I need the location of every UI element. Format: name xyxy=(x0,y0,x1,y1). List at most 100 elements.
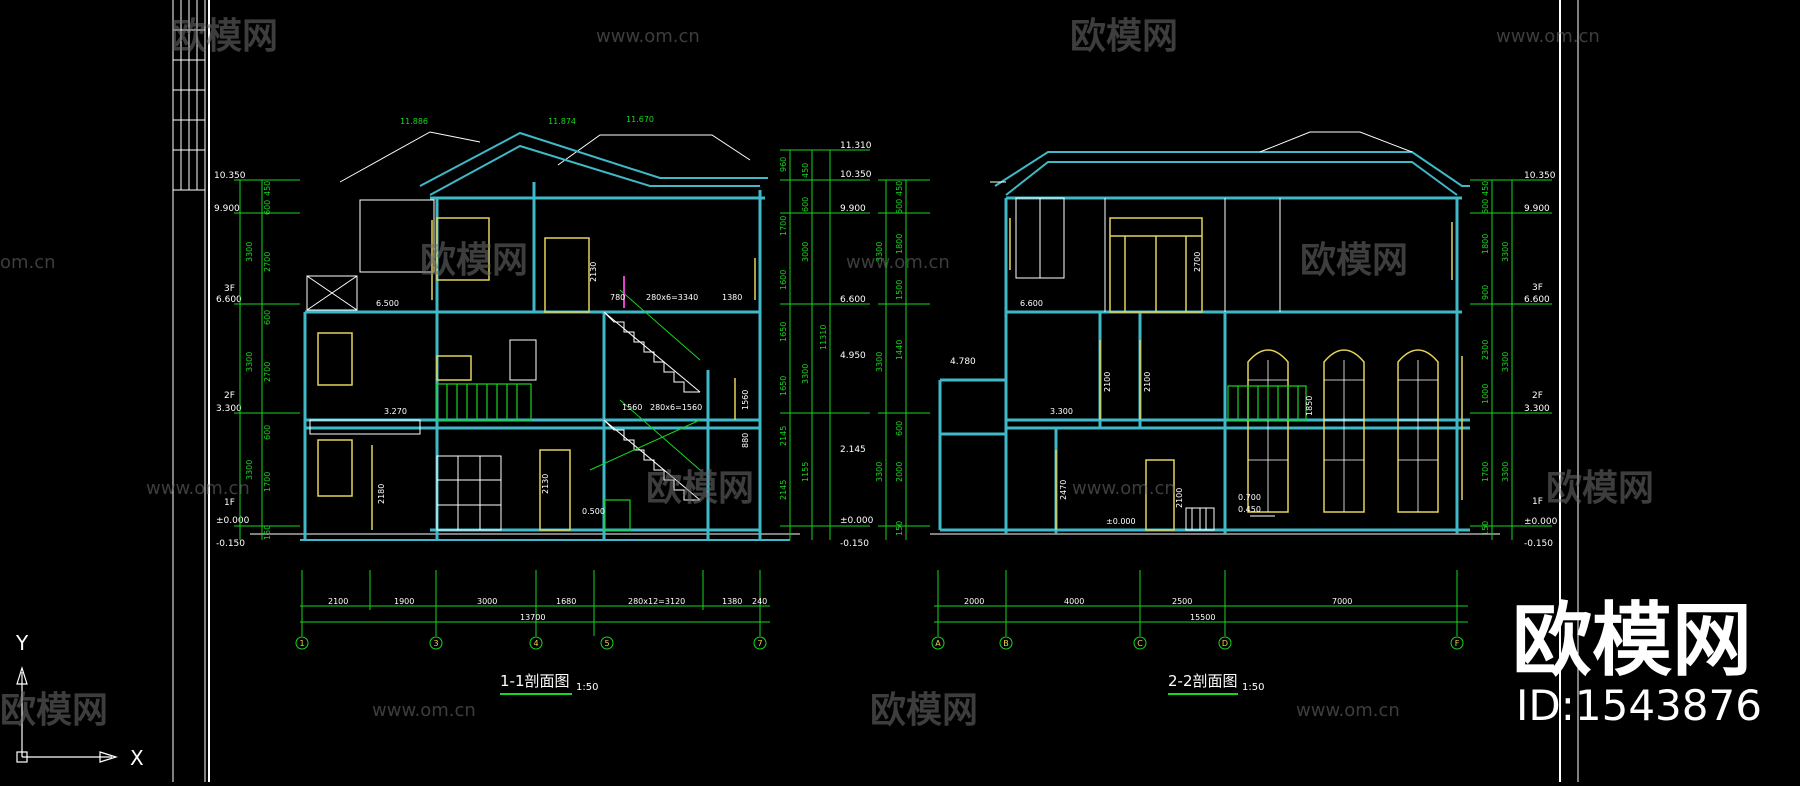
level-text: ±0.000 xyxy=(840,516,874,526)
section-1-1-right-dims: 960 450 600 1700 1600 3000 1650 1650 330… xyxy=(779,157,828,500)
dim-text: 1650 xyxy=(779,376,788,396)
level-text: 2.145 xyxy=(840,445,866,455)
level-text: 2F xyxy=(224,391,235,401)
section-scale: 1:50 xyxy=(1242,682,1264,693)
grid-axis-bubbles xyxy=(295,636,767,650)
watermark-url: om.cn xyxy=(0,252,56,273)
level-text: 0.500 xyxy=(582,507,605,516)
dim-text: 1560 xyxy=(741,390,750,410)
dim-text: 600 xyxy=(263,425,272,440)
axis-label: B xyxy=(1003,639,1009,648)
section-1-1-dimension-chain: 2100 1900 3000 1680 280x12=3120 1380 240… xyxy=(295,570,770,650)
section-title: 1-1剖面图 xyxy=(500,672,570,690)
ucs-icon xyxy=(16,665,119,763)
section-2-2-right-levels: 10.350 9.900 3F 6.600 2F 3.300 1F ±0.000… xyxy=(1470,171,1558,549)
level-text: 11.670 xyxy=(626,115,654,124)
level-text: 6.600 xyxy=(840,295,866,305)
axis-label: 7 xyxy=(757,639,762,648)
section-2-2-left-dims: 450 600 3300 1800 1500 3300 1440 600 330… xyxy=(875,179,976,540)
watermark-layer: 欧模网 www.om.cn 欧模网 www.om.cn om.cn 欧模网 ww… xyxy=(0,16,1654,731)
axis-label: 1 xyxy=(299,639,304,648)
level-text: 6.600 xyxy=(216,295,242,305)
dim-text: 2300 xyxy=(1481,340,1490,360)
dim-text: 1850 xyxy=(1305,396,1314,416)
drawing-frame-right xyxy=(1559,0,1579,782)
level-text: 1F xyxy=(224,498,235,508)
level-text: 3.300 xyxy=(216,404,242,414)
level-text: 10.350 xyxy=(1524,171,1556,181)
level-text: 11.310 xyxy=(840,141,872,151)
watermark-url: www.om.cn xyxy=(1296,700,1400,721)
dim-text: 3300 xyxy=(245,242,254,262)
dim-text: 3300 xyxy=(1501,242,1510,262)
dim-text: 2130 xyxy=(589,262,598,282)
watermark-brand: 欧模网 xyxy=(870,690,978,731)
watermark-corner: 欧模网 ID:1543876 xyxy=(1512,594,1762,730)
level-text: -0.150 xyxy=(1524,539,1553,549)
axis-label: 3 xyxy=(433,639,438,648)
section-1-1-title-block: 1-1剖面图 1:50 xyxy=(500,672,598,695)
level-text: 3.270 xyxy=(384,407,407,416)
watermark-url: www.om.cn xyxy=(1072,478,1176,499)
dim-text: 450 xyxy=(895,181,904,196)
dim-text: 3300 xyxy=(875,462,884,482)
level-text: ±0.000 xyxy=(1106,517,1136,526)
dim-text: 2700 xyxy=(263,252,272,272)
dim-text: 1500 xyxy=(895,280,904,300)
dim-text: 450 xyxy=(1481,181,1490,196)
dim-text: 2470 xyxy=(1059,480,1068,500)
dim-text: 3300 xyxy=(801,364,810,384)
level-text: 0.450 xyxy=(1238,505,1261,514)
level-text: 6.600 xyxy=(1524,295,1550,305)
level-text: 9.900 xyxy=(840,204,866,214)
level-text: 6.500 xyxy=(376,299,399,308)
dim-text: 3300 xyxy=(1501,352,1510,372)
dim-text: 1700 xyxy=(1481,462,1490,482)
dim-text: 600 xyxy=(895,421,904,436)
level-text: 4.950 xyxy=(840,351,866,361)
watermark-id: ID:1543876 xyxy=(1516,681,1762,730)
level-text: ±0.000 xyxy=(1524,517,1558,527)
dim-text: 1800 xyxy=(1481,234,1490,254)
grid-axis-bubbles xyxy=(931,636,1464,650)
dim-text: 1900 xyxy=(394,597,414,606)
level-text: ±0.000 xyxy=(216,516,250,526)
level-text: 3F xyxy=(224,284,235,294)
section-2-2-title-block: 2-2剖面图 1:50 xyxy=(1168,672,1264,695)
dim-text: 2100 xyxy=(328,597,348,606)
watermark-brand-large: 欧模网 xyxy=(1512,594,1752,687)
section-2-2-annotations: 6.600 3.300 ±0.000 0.700 0.450 2700 2100… xyxy=(1020,252,1314,526)
level-text: 4.780 xyxy=(950,357,976,367)
axis-label: C xyxy=(1137,639,1143,648)
axis-label: 5 xyxy=(604,639,609,648)
watermark-url: www.om.cn xyxy=(372,700,476,721)
dim-text: 150 xyxy=(1481,521,1490,536)
dim-text: 2100 xyxy=(1175,488,1184,508)
dim-text: 1155 xyxy=(801,462,810,482)
watermark-brand: 欧模网 xyxy=(1546,468,1654,509)
watermark-url: www.om.cn xyxy=(1496,26,1600,47)
dim-text: 600 xyxy=(895,199,904,214)
section-1-1-right-levels: 11.310 10.350 9.900 6.600 4.950 2.145 ±0… xyxy=(780,141,874,549)
ucs-y-label: Y xyxy=(15,631,29,655)
watermark-brand: 欧模网 xyxy=(0,690,108,731)
dim-text: 1380 xyxy=(722,293,742,302)
dim-text: 450 xyxy=(263,181,272,196)
dim-text: 1650 xyxy=(779,322,788,342)
dim-text: 11310 xyxy=(819,325,828,350)
watermark-url: www.om.cn xyxy=(596,26,700,47)
section-1-1-left-dims: 450 600 3300 2700 600 3300 2700 600 3300… xyxy=(245,181,272,540)
level-text: -0.150 xyxy=(216,539,245,549)
dim-text: 2700 xyxy=(1193,252,1202,272)
dim-text: 3300 xyxy=(245,352,254,372)
dim-text: 600 xyxy=(263,310,272,325)
level-text: 11.874 xyxy=(548,117,576,126)
dim-text: 280x6=1560 xyxy=(650,403,702,412)
section-1-1-left-levels: 10.350 9.900 3F 6.600 2F 3.300 1F ±0.000… xyxy=(214,171,300,549)
dim-text: 1440 xyxy=(895,340,904,360)
section-2-2-dimension-chain: 2000 4000 2500 7000 15500 A B C D F xyxy=(931,570,1468,650)
dim-text: 150 xyxy=(263,525,272,540)
section-scale: 1:50 xyxy=(576,682,598,693)
watermark-brand: 欧模网 xyxy=(420,240,528,281)
